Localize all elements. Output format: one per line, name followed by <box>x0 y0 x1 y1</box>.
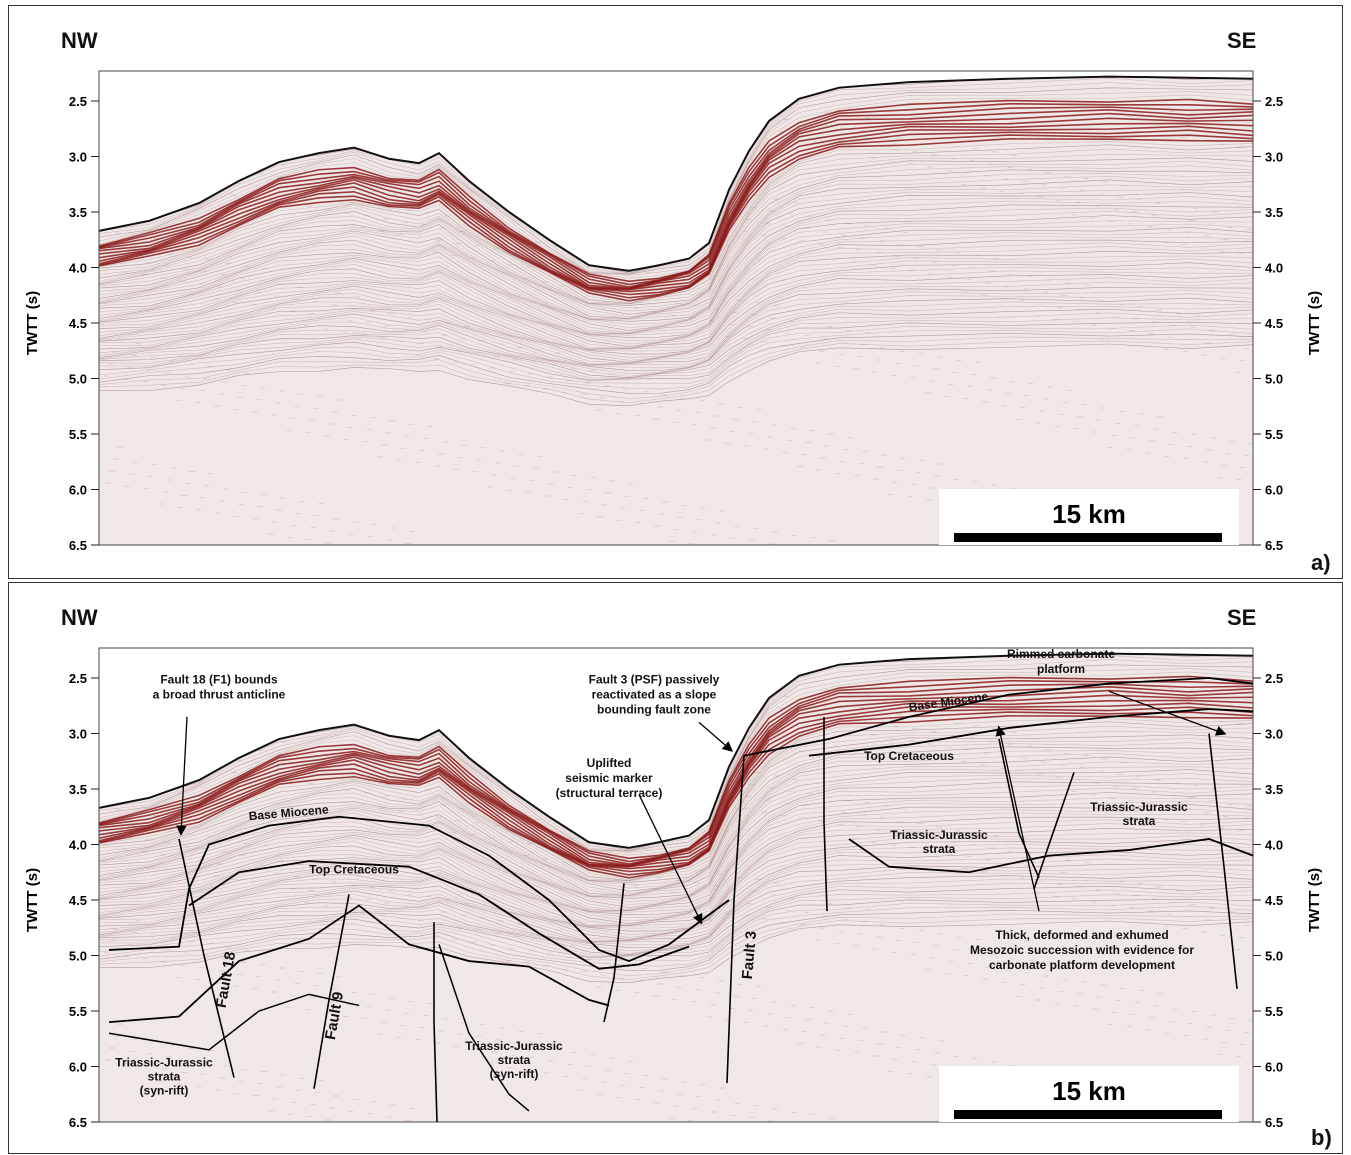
tick-label-left: 3.0 <box>69 150 87 165</box>
tick-label-right: 4.5 <box>1265 316 1283 331</box>
tick-label-left: 2.5 <box>69 94 87 109</box>
tick-label-left: 4.5 <box>69 316 87 331</box>
tick-label-left: 5.0 <box>69 949 87 964</box>
tick-label-left: 4.5 <box>69 893 87 908</box>
tick-label-left: 4.0 <box>69 838 87 853</box>
tick-label-left: 4.0 <box>69 261 87 276</box>
tick-label-left: 6.0 <box>69 483 87 498</box>
scale-bar-label: 15 km <box>1052 1076 1126 1106</box>
tick-label-right: 5.0 <box>1265 372 1283 387</box>
tick-label-left: 2.5 <box>69 671 87 686</box>
tick-label-right: 3.5 <box>1265 782 1283 797</box>
horizon-label-top-cretaceous-left: Top Cretaceous <box>309 862 399 876</box>
tick-label-right: 6.5 <box>1265 538 1283 553</box>
tick-label-left: 3.0 <box>69 727 87 742</box>
tick-label-left: 5.5 <box>69 1004 87 1019</box>
seismic-section-a: 2.5 2.5 3.0 3.0 3.5 3.5 4.0 4.0 4.5 4.5 5.0 5.0 5.5 5… <box>9 6 1344 580</box>
tick-label-left: 6.5 <box>69 538 87 553</box>
tick-label-right: 6.0 <box>1265 1060 1283 1075</box>
axis-title-left: TWTT (s) <box>24 291 41 355</box>
tick-label-right: 4.0 <box>1265 261 1283 276</box>
tick-label-right: 3.0 <box>1265 150 1283 165</box>
scale-bar-label: 15 km <box>1052 499 1126 529</box>
axis-title-right: TWTT (s) <box>1306 868 1323 932</box>
seismic-section-b: 2.5 2.5 3.0 3.0 3.5 3.5 4.0 4.0 4.5 4.5 5.0 5.0 5.5 5… <box>9 583 1344 1155</box>
tick-label-left: 5.5 <box>69 427 87 442</box>
tick-label-right: 4.5 <box>1265 893 1283 908</box>
arrow-fault-3-note <box>699 722 731 750</box>
scale-bar: 15 km <box>939 1066 1239 1122</box>
tick-label-left: 3.5 <box>69 205 87 220</box>
tick-label-left: 5.0 <box>69 372 87 387</box>
tick-label-right: 6.0 <box>1265 483 1283 498</box>
horizon-label-top-cretaceous-right: Top Cretaceous <box>864 749 954 763</box>
tick-label-right: 2.5 <box>1265 94 1283 109</box>
seismic-reflections <box>99 71 1254 551</box>
axis-title-right: TWTT (s) <box>1306 291 1323 355</box>
tick-label-right: 3.5 <box>1265 205 1283 220</box>
tick-label-right: 6.5 <box>1265 1115 1283 1130</box>
tick-label-right: 5.5 <box>1265 427 1283 442</box>
tick-label-right: 5.5 <box>1265 1004 1283 1019</box>
tick-label-left: 6.5 <box>69 1115 87 1130</box>
tick-label-left: 3.5 <box>69 782 87 797</box>
axis-title-left: TWTT (s) <box>24 868 41 932</box>
scale-bar: 15 km <box>939 489 1239 545</box>
tick-label-right: 5.0 <box>1265 949 1283 964</box>
scale-bar-line <box>954 1110 1222 1119</box>
tick-label-left: 6.0 <box>69 1060 87 1075</box>
tick-label-right: 2.5 <box>1265 671 1283 686</box>
tick-label-right: 4.0 <box>1265 838 1283 853</box>
scale-bar-line <box>954 533 1222 542</box>
tick-label-right: 3.0 <box>1265 727 1283 742</box>
